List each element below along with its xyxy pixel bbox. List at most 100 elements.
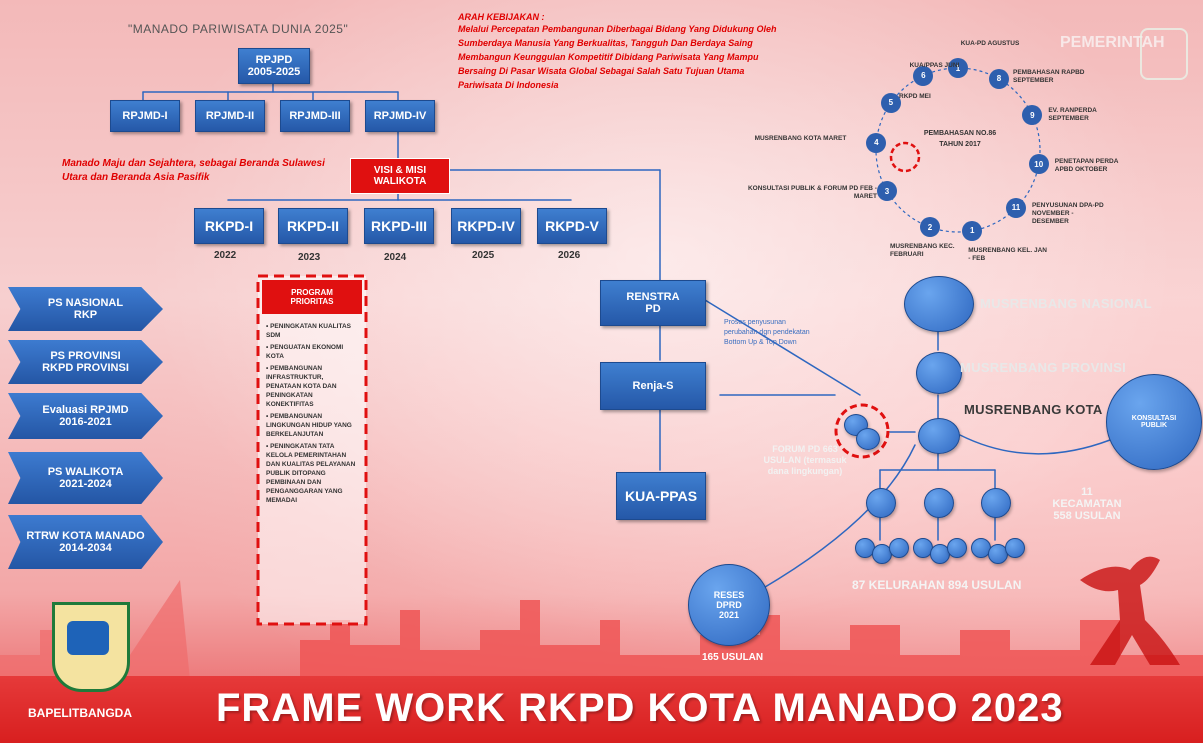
program-prioritas-list: • PENINGKATAN KUALITAS SDM • PENGUATAN E…	[266, 322, 360, 508]
rpjmd-box-4[interactable]: RPJMD-IV	[365, 100, 435, 132]
dancer-icon	[1080, 556, 1180, 665]
renja-label: Renja-S	[632, 380, 674, 392]
cycle-node[interactable]: 10	[1028, 154, 1049, 175]
emblem-inner-icon	[67, 621, 109, 655]
konsultasi-line1: KONSULTASI	[1131, 415, 1177, 422]
level-kota: MUSRENBANG KOTA	[964, 402, 1103, 417]
cycle-node-number: 9	[1030, 110, 1035, 120]
arrow-line1: Evaluasi RPJMD	[42, 404, 129, 416]
level-provinsi: MUSRENBANG PROVINSI	[960, 360, 1127, 375]
cycle-node-label: KUA-PD AGUSTUS	[960, 40, 1020, 47]
reses-line3: 2021	[718, 610, 740, 620]
arrow-ps-nasional[interactable]: PS NASIONAL RKP	[8, 287, 163, 331]
visi-line2: WALIKOTA	[373, 176, 427, 187]
program-item-text: PENGUATAN EKONOMI KOTA	[266, 344, 344, 360]
arrow-line1: PS NASIONAL	[47, 297, 124, 309]
program-item: • PEMBANGUNAN LINGKUNGAN HIDUP YANG BERK…	[266, 413, 352, 438]
renstra-note: Proses penyusunan perubahan dgn pendekat…	[724, 319, 810, 346]
program-item-text: PENINGKATAN KUALITAS SDM	[266, 323, 351, 339]
pemerintah-text: PEMERINTAH	[1060, 34, 1165, 51]
rpjpd-box[interactable]: RPJPD 2005-2025	[238, 48, 310, 84]
cycle-node-label: KUA/PPAS JUNI	[909, 61, 960, 69]
program-prioritas-title: PROGRAM PRIORITAS	[262, 280, 362, 314]
kelurahan-node[interactable]	[947, 538, 967, 558]
rkpd-label: RKPD-V	[545, 218, 599, 234]
arrow-line1: PS PROVINSI	[50, 350, 121, 362]
rkpd-box-4[interactable]: RKPD-IV	[451, 208, 521, 244]
arrow-ps-provinsi[interactable]: PS PROVINSI RKPD PROVINSI	[8, 340, 163, 384]
kecamatan-node-3[interactable]	[981, 488, 1011, 518]
cycle-node[interactable]: 2	[919, 217, 940, 238]
visi-line1: VISI & MISI	[373, 165, 427, 176]
cycle-node-label: RKPD MEI	[899, 92, 931, 100]
rpjmd-box-3[interactable]: RPJMD-III	[280, 100, 350, 132]
cycle-node-label: PENETAPAN PERDA APBD OKTOBER	[1054, 158, 1119, 174]
rkpd-box-5[interactable]: RKPD-V	[537, 208, 607, 244]
renja-box[interactable]: Renja-S	[600, 362, 706, 410]
cycle-node-number: 11	[1011, 203, 1021, 213]
renstra-line2: PD	[645, 303, 661, 315]
cycle-node-label: MUSRENBANG KEL. JAN - FEB	[968, 246, 1047, 262]
visi-misi-box[interactable]: VISI & MISI WALIKOTA	[350, 158, 450, 194]
kelurahan-node[interactable]	[889, 538, 909, 558]
provinsi-node[interactable]	[916, 352, 962, 394]
rpjmd-box-1[interactable]: RPJMD-I	[110, 100, 180, 132]
cycle-node-number: 2	[927, 222, 933, 232]
program-item: • PENINGKATAN KUALITAS SDM	[266, 323, 351, 339]
arrow-ps-walikota[interactable]: PS WALIKOTA 2021-2024	[8, 452, 163, 504]
cycle-node-number: 1	[970, 226, 975, 236]
rkpd-label: RKPD-IV	[457, 218, 515, 234]
cycle-node-label: EV. RANPERDA SEPTEMBER	[1048, 107, 1097, 123]
program-item: • PEMBANGUNAN INFRASTRUKTUR, PENATAAN KO…	[266, 365, 337, 408]
rpjmd-box-2[interactable]: RPJMD-II	[195, 100, 265, 132]
arrow-line1: PS WALIKOTA	[47, 466, 124, 478]
forum-node[interactable]	[856, 428, 880, 450]
rkpd-box-2[interactable]: RKPD-II	[278, 208, 348, 244]
arah-text: Melalui Percepatan Pembangunan Diberbaga…	[458, 24, 777, 90]
cycle-node[interactable]: 3	[876, 181, 897, 201]
cycle-node[interactable]: 6	[913, 65, 934, 86]
cycle-node-number: 6	[921, 71, 926, 81]
program-item: • PENINGKATAN TATA KELOLA PEMERINTAHAN D…	[266, 443, 356, 504]
reses-dprd-node[interactable]: RESES DPRD 2021	[688, 564, 770, 646]
rkpd-box-3[interactable]: RKPD-III	[364, 208, 434, 244]
arrow-line2: RKPD PROVINSI	[42, 362, 129, 374]
kua-ppas-box[interactable]: KUA-PPAS	[616, 472, 706, 520]
rpjmd-label: RPJMD-III	[289, 110, 341, 122]
cycle-node[interactable]: 4	[866, 132, 887, 153]
cycle-node-number: 10	[1034, 159, 1044, 169]
vision-text: Manado Maju dan Sejahtera, sebagai Beran…	[62, 158, 325, 183]
pemerintah-emblem-icon	[1140, 28, 1188, 80]
cycle-node-number: 3	[884, 186, 890, 196]
level-kecamatan: 11 KECAMATAN 558 USULAN	[1052, 486, 1122, 522]
cycle-node[interactable]: 1	[948, 58, 968, 78]
arrow-line1: RTRW KOTA MANADO	[26, 530, 145, 542]
kecamatan-node-1[interactable]	[866, 488, 896, 518]
rkpd-year-2: 2023	[298, 252, 321, 263]
rkpd-year-5: 2026	[558, 250, 581, 261]
cycle-node[interactable]: 5	[880, 92, 901, 113]
kua-label: KUA-PPAS	[624, 488, 698, 504]
cycle-node[interactable]: 11	[1005, 197, 1026, 218]
rpjmd-label: RPJMD-II	[205, 110, 255, 122]
arrow-rtrw-kota[interactable]: RTRW KOTA MANADO 2014-2034	[8, 515, 163, 569]
cycle-node[interactable]: 9	[1022, 105, 1043, 126]
level-nasional: MUSRENBANG NASIONAL	[980, 296, 1152, 311]
arrow-evaluasi-rpjmd[interactable]: Evaluasi RPJMD 2016-2021	[8, 393, 163, 439]
konsultasi-publik-node[interactable]: KONSULTASI PUBLIK	[1106, 374, 1202, 470]
nasional-node[interactable]	[904, 276, 974, 332]
kecamatan-node-2[interactable]	[924, 488, 954, 518]
cycle-node-label: MUSRENBANG KOTA MARET	[754, 134, 847, 142]
level-kelurahan: 87 KELURAHAN 894 USULAN	[852, 578, 1022, 592]
kelurahan-node[interactable]	[1005, 538, 1025, 558]
reses-usulan: 165 USULAN	[702, 652, 764, 663]
rkpd-box-1[interactable]: RKPD-I	[194, 208, 264, 244]
cycle-node[interactable]: 1	[962, 220, 983, 241]
renstra-pd-box[interactable]: RENSTRA PD	[600, 280, 706, 326]
kota-node[interactable]	[918, 418, 960, 454]
cycle-node-label: KONSULTASI PUBLIK & FORUM PD FEB - MARET	[747, 185, 877, 200]
cycle-node[interactable]: 8	[989, 68, 1009, 89]
city-skyline	[0, 580, 1203, 680]
cycle-node-number: 4	[874, 138, 879, 148]
